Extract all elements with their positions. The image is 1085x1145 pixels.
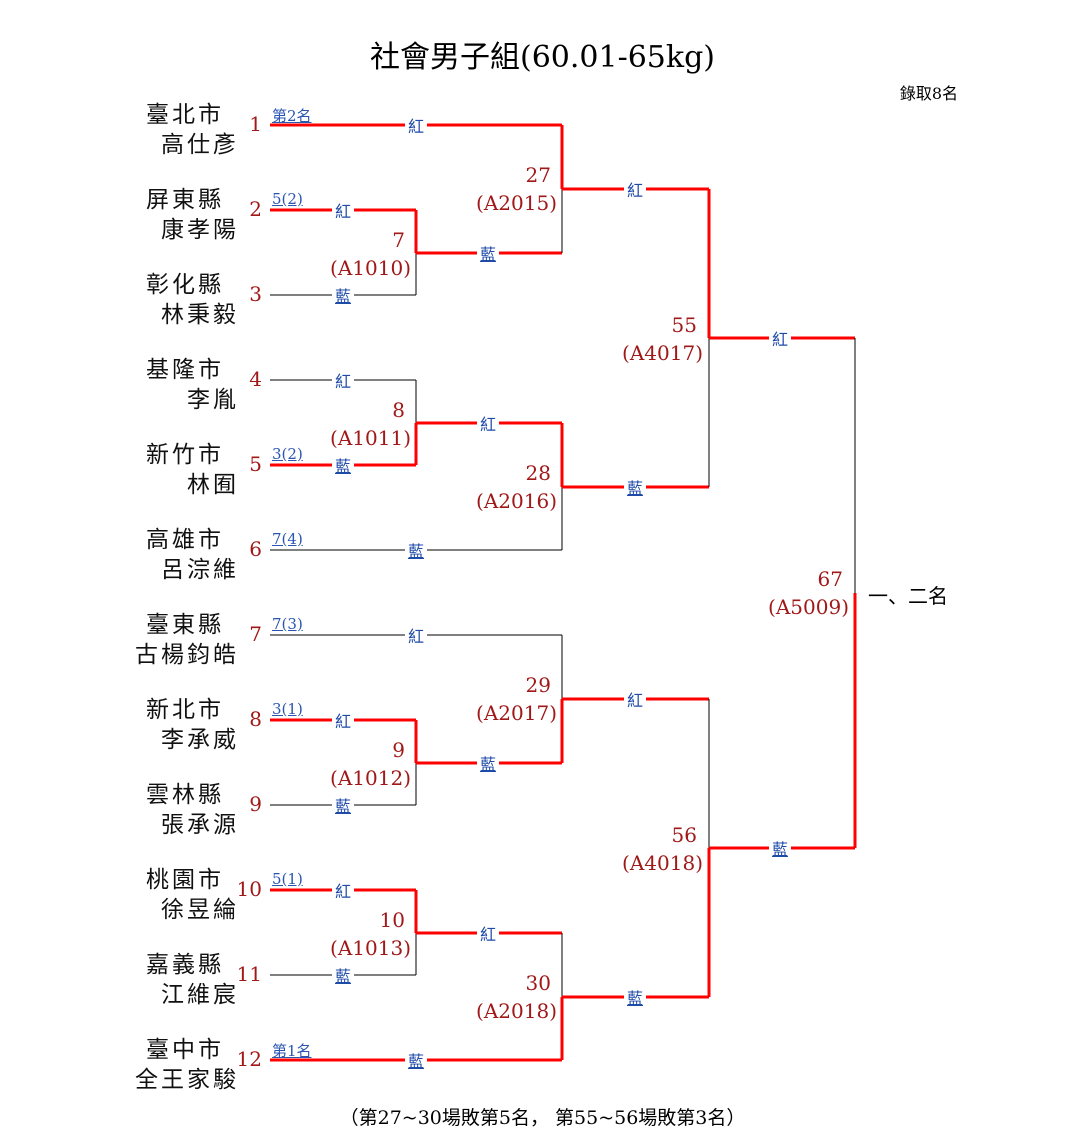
red-corner-label: 紅 <box>331 198 355 222</box>
entrant-seed: 1 <box>249 112 262 136</box>
entrant-name: 江維宸 <box>161 982 239 1008</box>
entrant-city: 桃園市 <box>146 867 224 893</box>
entrant-city: 臺北市 <box>146 102 224 128</box>
entrant-seed: 6 <box>249 537 262 561</box>
match-number: 56 <box>671 823 697 847</box>
entrant-name: 林囿 <box>187 472 239 498</box>
match-code: (A1013) <box>330 936 411 960</box>
red-corner-label: 紅 <box>331 708 355 732</box>
red-corner-label: 紅 <box>404 113 428 137</box>
match-code: (A4017) <box>622 341 703 365</box>
entrant-seed: 3 <box>249 282 262 306</box>
match-number: 29 <box>525 673 551 697</box>
match-code: (A2015) <box>476 191 557 215</box>
blue-corner-label: 藍 <box>331 963 355 987</box>
entrant-result-note: 5(1) <box>272 870 303 888</box>
match-code: (A1012) <box>330 766 411 790</box>
blue-corner-label: 藍 <box>331 793 355 817</box>
entrant-name: 張承源 <box>161 812 239 838</box>
entrant-seed: 9 <box>249 792 262 816</box>
match-number: 10 <box>379 908 405 932</box>
entrant-result-note: 第2名 <box>272 107 312 125</box>
entrant-seed: 8 <box>249 707 262 731</box>
entrant-city: 臺中市 <box>146 1037 224 1063</box>
match-number: 7 <box>392 228 405 252</box>
entrant-name: 呂淙維 <box>161 557 239 583</box>
entrant-city: 基隆市 <box>146 357 224 383</box>
match-code: (A4018) <box>622 851 703 875</box>
entrant-name: 康孝陽 <box>161 217 239 243</box>
entrant-seed: 4 <box>249 367 262 391</box>
match-code: (A2016) <box>476 489 557 513</box>
blue-corner-label: 藍 <box>404 538 428 562</box>
blue-corner-label: 藍 <box>623 475 647 499</box>
entrant-result-note: 7(4) <box>272 530 303 548</box>
entrant-name: 徐昱綸 <box>161 897 239 923</box>
entrant-name: 古楊鈞皓 <box>135 642 239 668</box>
entrant-name: 李承威 <box>161 727 239 753</box>
entrant-result-note: 5(2) <box>272 190 303 208</box>
entrant-city: 臺東縣 <box>146 612 224 638</box>
entrant-city: 新竹市 <box>146 442 224 468</box>
entrant-name: 林秉毅 <box>161 302 239 328</box>
entrant-result-note: 第1名 <box>272 1042 312 1060</box>
entrant-name: 全王家駿 <box>135 1067 239 1093</box>
red-corner-label: 紅 <box>331 878 355 902</box>
match-code: (A2018) <box>476 999 557 1023</box>
match-code: (A1011) <box>330 426 411 450</box>
entrant-seed: 5 <box>249 452 262 476</box>
match-code: (A5009) <box>768 595 849 619</box>
match-number: 27 <box>525 163 551 187</box>
quota-note: 錄取8名 <box>899 84 958 103</box>
match-code: (A2017) <box>476 701 557 725</box>
red-corner-label: 紅 <box>623 177 647 201</box>
entrant-seed: 2 <box>249 197 262 221</box>
match-number: 8 <box>392 398 405 422</box>
match-number: 9 <box>392 738 405 762</box>
entrant-name: 李胤 <box>187 387 239 413</box>
red-corner-label: 紅 <box>476 921 500 945</box>
blue-corner-label: 藍 <box>331 283 355 307</box>
match-number: 28 <box>525 461 551 485</box>
entrant-seed: 11 <box>236 962 262 986</box>
entrant-name: 高仕彥 <box>161 132 239 158</box>
final-placement-label: 一、二名 <box>868 584 948 608</box>
entrant-city: 高雄市 <box>146 527 224 553</box>
footer-note: （第27~30場敗第5名， 第55~56場敗第3名） <box>339 1107 746 1129</box>
match-number: 30 <box>525 971 551 995</box>
entrant-city: 屏東縣 <box>146 187 224 213</box>
entrant-city: 新北市 <box>146 697 224 723</box>
entrant-city: 雲林縣 <box>146 782 224 808</box>
entrant-city: 彰化縣 <box>146 272 224 298</box>
match-number: 55 <box>671 313 697 337</box>
blue-corner-label: 藍 <box>404 1048 428 1072</box>
red-corner-label: 紅 <box>623 687 647 711</box>
page-title: 社會男子組(60.01-65kg) <box>370 40 715 75</box>
entrant-result-note: 7(3) <box>272 615 303 633</box>
entrant-result-note: 3(1) <box>272 700 303 718</box>
match-number: 67 <box>817 567 843 591</box>
entrant-seed: 10 <box>236 877 262 901</box>
blue-corner-label: 藍 <box>768 836 792 860</box>
red-corner-label: 紅 <box>331 368 355 392</box>
entrant-seed: 7 <box>249 622 262 646</box>
blue-corner-label: 藍 <box>331 453 355 477</box>
blue-corner-label: 藍 <box>623 985 647 1009</box>
entrant-result-note: 3(2) <box>272 445 303 463</box>
red-corner-label: 紅 <box>768 326 792 350</box>
red-corner-label: 紅 <box>476 411 500 435</box>
blue-corner-label: 藍 <box>476 241 500 265</box>
entrant-city: 嘉義縣 <box>146 952 224 978</box>
match-code: (A1010) <box>330 256 411 280</box>
red-corner-label: 紅 <box>404 623 428 647</box>
blue-corner-label: 藍 <box>476 751 500 775</box>
entrant-seed: 12 <box>236 1047 262 1071</box>
